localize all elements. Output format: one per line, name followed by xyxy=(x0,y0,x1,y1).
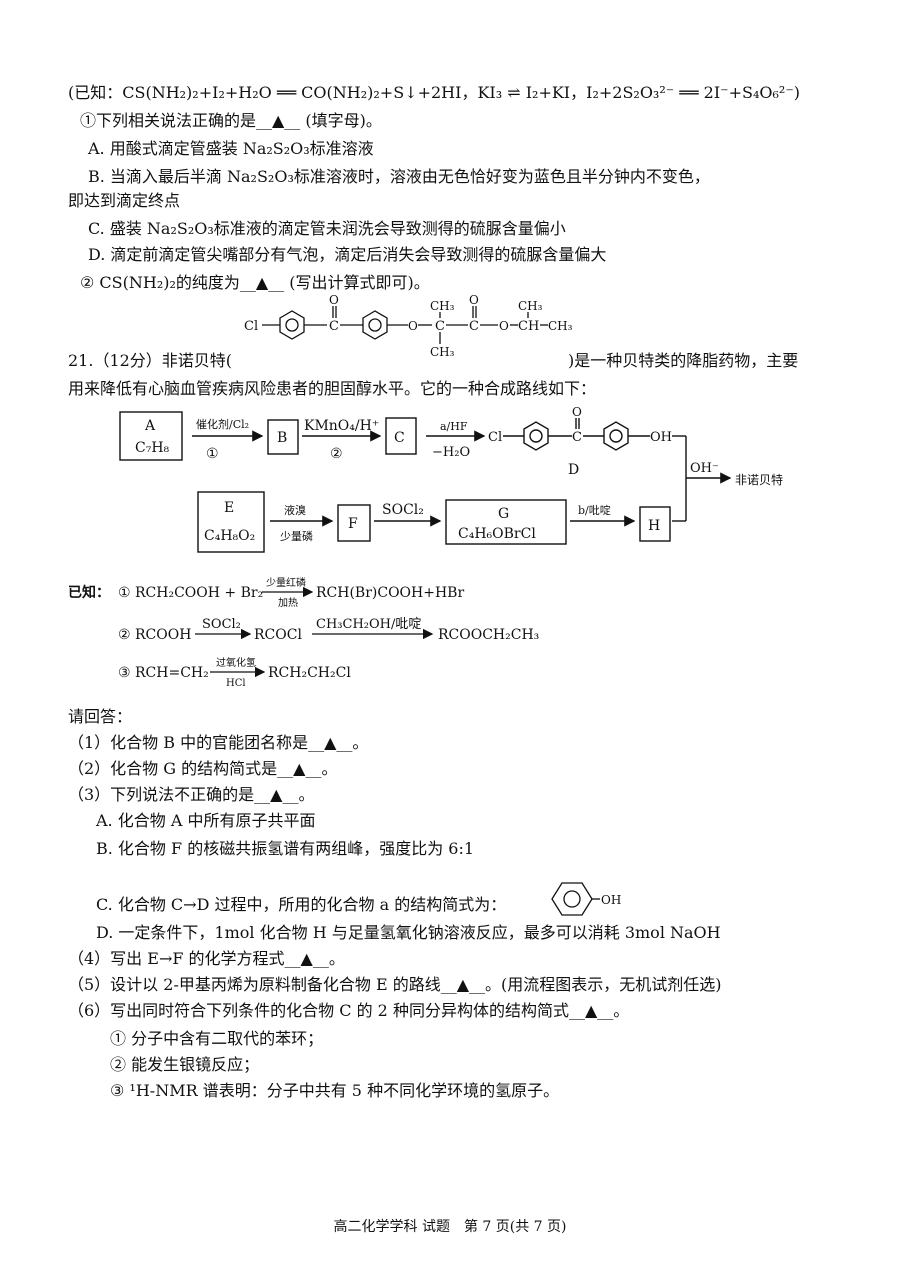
r3-top: 过氧化氢 xyxy=(216,656,256,669)
cond4-top: 液溴 xyxy=(284,503,306,517)
r3-left: ③ RCH=CH₂ xyxy=(118,665,209,681)
option-b: B. 当滴入最后半滴 Na₂S₂O₃标准溶液时，溶液由无色恰好变为蓝色且半分钟内… xyxy=(88,167,710,186)
option-d: D. 滴定前滴定管尖嘴部分有气泡，滴定后消失会导致测得的硫脲含量偏大 xyxy=(88,245,607,264)
box-a-formula: C₇H₈ xyxy=(135,440,170,456)
atom-o1: O xyxy=(329,293,339,307)
r1-right: RCH(Br)COOH+HBr xyxy=(316,585,464,601)
answer-prompt: 请回答： xyxy=(68,707,133,726)
oh-cond: OH⁻ xyxy=(690,461,719,476)
atom-cl: Cl xyxy=(244,319,258,334)
q2: （2）化合物 G 的结构简式是__▲__。 xyxy=(68,759,338,778)
q3-d: D. 一定条件下，1mol 化合物 H 与足量氢氧化钠溶液反应，最多可以消耗 3… xyxy=(96,923,721,942)
box-e-formula: C₄H₈O₂ xyxy=(204,528,255,544)
atom-o4: O xyxy=(499,319,509,333)
q21-line2: 用来降低有心脑血管疾病风险患者的胆固醇水平。它的一种合成路线如下： xyxy=(68,379,597,398)
q3-b: B. 化合物 F 的核磁共振氢谱有两组峰，强度比为 6:1 xyxy=(96,839,475,858)
atom-o2: O xyxy=(408,319,418,333)
step1: ① xyxy=(206,446,219,462)
option-b-cont: 即达到滴定终点 xyxy=(68,191,181,210)
atom-ch3-a: CH₃ xyxy=(430,299,455,313)
r1-left: ① RCH₂COOH + Br₂ xyxy=(118,585,263,601)
known2-label: 已知： xyxy=(68,584,110,601)
cond1: 催化剂/Cl₂ xyxy=(196,417,249,431)
box-g-label: G xyxy=(498,506,509,522)
atom-ch3-d: CH₃ xyxy=(548,319,573,333)
atom-c3: C xyxy=(469,319,479,334)
phenol-oh: OH xyxy=(601,893,621,907)
r2-mid: RCOCl xyxy=(254,627,302,643)
q21-intro: 21.（12分）非诺贝特( xyxy=(68,351,233,370)
q5: （5）设计以 2-甲基丙烯为原料制备化合物 E 的路线__▲__。(用流程图表示… xyxy=(68,975,722,994)
box-a-label: A xyxy=(144,418,156,434)
r2-cond1: SOCl₂ xyxy=(202,617,241,632)
d-oh: OH xyxy=(650,430,672,445)
product-label: 非诺贝特 xyxy=(735,472,783,487)
atom-ch3-c: CH₃ xyxy=(518,299,543,313)
atom-c1: C xyxy=(329,319,339,334)
option-c: C. 盛装 Na₂S₂O₃标准液的滴定管未润洗会导致测得的硫脲含量偏小 xyxy=(88,219,566,238)
q3-c: C. 化合物 C→D 过程中，所用的化合物 a 的结构简式为： xyxy=(96,895,507,914)
question-sub1: ①下列相关说法正确的是__▲__ (填字母)。 xyxy=(80,111,382,130)
question-sub2: ② CS(NH₂)₂的纯度为__▲__ (写出计算式即可)。 xyxy=(80,273,430,292)
page-footer: 高二化学学科 试题 第 7 页(共 7 页) xyxy=(333,1219,567,1235)
r2-left: ② RCOOH xyxy=(118,627,191,643)
r3-bot: HCl xyxy=(226,678,246,689)
atom-ch: CH xyxy=(518,319,539,334)
r3-right: RCH₂CH₂Cl xyxy=(268,665,351,681)
q3-a: A. 化合物 A 中所有原子共平面 xyxy=(96,811,316,830)
atom-o3: O xyxy=(469,293,479,307)
cond5: SOCl₂ xyxy=(382,502,424,518)
option-a: A. 用酸式滴定管盛装 Na₂S₂O₃标准溶液 xyxy=(88,139,374,158)
step2: ② xyxy=(330,446,343,462)
condition-1: ① 分子中含有二取代的苯环； xyxy=(110,1029,324,1048)
box-f: F xyxy=(348,516,358,532)
q3: （3）下列说法不正确的是__▲__。 xyxy=(68,785,315,804)
box-b: B xyxy=(277,430,287,446)
cond3-bot: −H₂O xyxy=(432,445,470,460)
d-cl: Cl xyxy=(488,430,502,445)
cond6: b/吡啶 xyxy=(578,503,611,517)
r2-cond2: CH₃CH₂OH/吡啶 xyxy=(316,617,421,632)
cond2: KMnO₄/H⁺ xyxy=(304,418,379,434)
atom-ch3-b: CH₃ xyxy=(430,345,455,359)
cond4-bot: 少量磷 xyxy=(280,530,313,543)
q1: （1）化合物 B 中的官能团名称是__▲__。 xyxy=(68,733,369,752)
atom-c2: C xyxy=(435,319,445,334)
box-h: H xyxy=(648,518,660,534)
box-g-formula: C₄H₆OBrCl xyxy=(458,526,536,542)
label-d: D xyxy=(568,462,579,478)
q21-intro-cont: )是一种贝特类的降脂药物，主要 xyxy=(568,351,799,370)
r1-bot: 加热 xyxy=(278,596,298,609)
r1-top: 少量红磷 xyxy=(266,576,306,589)
d-o: O xyxy=(572,405,582,419)
box-c: C xyxy=(394,430,405,446)
d-c: C xyxy=(572,430,582,445)
condition-2: ② 能发生银镜反应； xyxy=(110,1055,260,1074)
condition-3: ③ ¹H-NMR 谱表明：分子中共有 5 种不同化学环境的氢原子。 xyxy=(110,1081,560,1100)
r2-right: RCOOCH₂CH₃ xyxy=(438,627,539,643)
q4: （4）写出 E→F 的化学方程式__▲__。 xyxy=(68,949,345,968)
cond3-top: a/HF xyxy=(440,420,468,433)
box-e-label: E xyxy=(224,500,234,516)
known-equations: (已知：CS(NH₂)₂+I₂+H₂O ══ CO(NH₂)₂+S↓+2HI，K… xyxy=(68,83,801,102)
q6: （6）写出同时符合下列条件的化合物 C 的 2 种同分异构体的结构简式__▲__… xyxy=(68,1001,630,1020)
